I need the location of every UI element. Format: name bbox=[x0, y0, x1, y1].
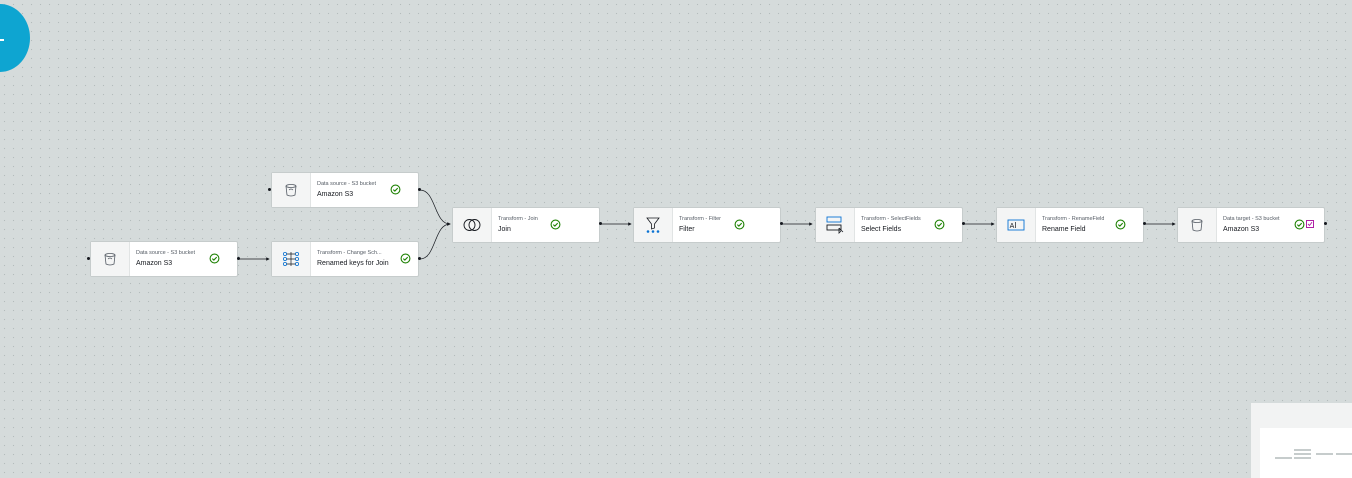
node-name: Select Fields bbox=[861, 226, 902, 233]
success-check-icon bbox=[1115, 219, 1126, 230]
success-check-icon bbox=[209, 253, 220, 264]
select-fields-icon bbox=[826, 216, 844, 234]
node-name: Rename Field bbox=[1042, 226, 1086, 233]
s3-bucket-icon bbox=[104, 253, 116, 266]
node-name: Amazon S3 bbox=[317, 191, 354, 198]
node-filter[interactable]: Transform - Filter Filter bbox=[633, 207, 781, 243]
output-port[interactable] bbox=[87, 257, 90, 260]
icon-box bbox=[816, 208, 855, 242]
output-port[interactable] bbox=[268, 188, 271, 191]
node-category: Data source - S3 bucket bbox=[136, 250, 196, 256]
edge-change-schema-to-join bbox=[419, 222, 451, 260]
node-category: Transform - Change Sch... bbox=[317, 250, 382, 256]
output-port[interactable] bbox=[1324, 222, 1327, 225]
node-name: Renamed keys for Join bbox=[317, 260, 389, 267]
icon-box bbox=[272, 173, 311, 207]
success-check-icon bbox=[734, 219, 745, 230]
success-check-icon bbox=[934, 219, 945, 230]
minimap-node bbox=[1294, 449, 1311, 451]
node-name: Filter bbox=[679, 226, 695, 233]
success-check-icon bbox=[550, 219, 561, 230]
node-name: Amazon S3 bbox=[136, 260, 173, 267]
icon-box bbox=[1178, 208, 1217, 242]
svg-text:A: A bbox=[1010, 223, 1015, 230]
success-check-icon bbox=[400, 253, 411, 264]
output-port[interactable] bbox=[962, 222, 965, 225]
node-rename-field[interactable]: A Transform - RenameField Rename Field bbox=[996, 207, 1144, 243]
minus-icon bbox=[0, 39, 4, 41]
node-category: Transform - RenameField bbox=[1042, 216, 1105, 222]
node-name: Amazon S3 bbox=[1223, 226, 1260, 233]
s3-bucket-icon bbox=[285, 184, 297, 197]
minimap-node bbox=[1275, 457, 1292, 459]
minimap-node bbox=[1294, 453, 1311, 455]
node-data-source-s3-top[interactable]: Data source - S3 bucket Amazon S3 bbox=[271, 172, 419, 208]
output-port[interactable] bbox=[780, 222, 783, 225]
node-data-source-s3-left[interactable]: Data source - S3 bucket Amazon S3 bbox=[90, 241, 238, 277]
success-check-icon bbox=[390, 184, 401, 195]
icon-box bbox=[91, 242, 130, 276]
node-data-target-s3[interactable]: Data target - S3 bucket Amazon S3 bbox=[1177, 207, 1325, 243]
node-category: Data target - S3 bucket bbox=[1223, 216, 1280, 222]
minimap[interactable] bbox=[1250, 402, 1352, 478]
join-icon bbox=[463, 219, 481, 231]
change-schema-icon bbox=[282, 251, 299, 266]
s3-bucket-icon bbox=[1191, 219, 1203, 232]
success-check-icon bbox=[1294, 219, 1305, 230]
output-port[interactable] bbox=[418, 257, 421, 260]
node-name: Join bbox=[498, 226, 511, 233]
selected-node-checkbox-icon[interactable] bbox=[1306, 220, 1314, 228]
minimap-node bbox=[1316, 453, 1333, 455]
node-change-schema[interactable]: Transform - Change Sch... Renamed keys f… bbox=[271, 241, 419, 277]
node-select-fields[interactable]: Transform - SelectFields Select Fields bbox=[815, 207, 963, 243]
output-port[interactable] bbox=[237, 257, 240, 260]
minimap-node bbox=[1336, 453, 1352, 455]
output-port[interactable] bbox=[1143, 222, 1146, 225]
checkmark-icon bbox=[1307, 221, 1313, 227]
icon-box bbox=[272, 242, 311, 276]
node-join[interactable]: Transform - Join Join bbox=[452, 207, 600, 243]
edge-src1-to-join bbox=[419, 189, 451, 226]
node-category: Data source - S3 bucket bbox=[317, 181, 377, 187]
filter-icon bbox=[646, 217, 660, 233]
icon-box bbox=[453, 208, 492, 242]
minimap-viewport bbox=[1260, 428, 1352, 478]
output-port[interactable] bbox=[599, 222, 602, 225]
node-category: Transform - SelectFields bbox=[861, 216, 921, 222]
minimap-node bbox=[1294, 457, 1311, 459]
icon-box: A bbox=[997, 208, 1036, 242]
icon-box bbox=[634, 208, 673, 242]
output-port[interactable] bbox=[418, 188, 421, 191]
rename-field-icon: A bbox=[1007, 219, 1025, 231]
node-category: Transform - Filter bbox=[679, 216, 721, 222]
node-category: Transform - Join bbox=[498, 216, 538, 222]
